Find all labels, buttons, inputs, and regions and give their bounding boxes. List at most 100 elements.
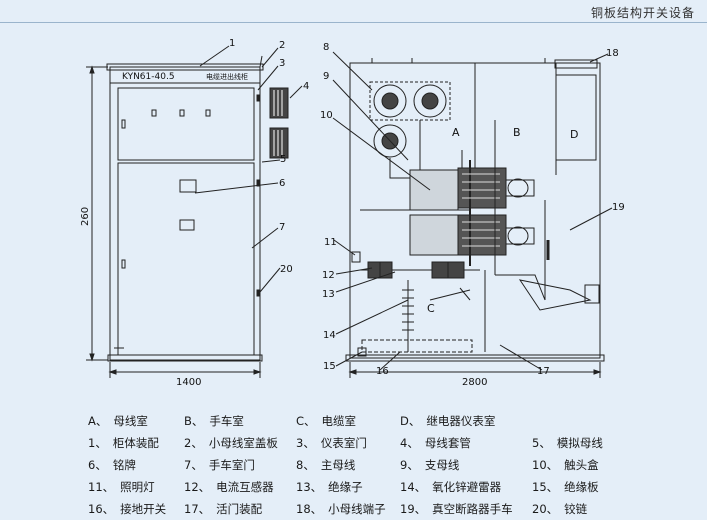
indicator-1 xyxy=(151,109,157,117)
legend-item-label: 铭牌 xyxy=(112,458,136,472)
legend-item-number: 19、 xyxy=(400,502,427,516)
callout-7: 7 xyxy=(279,222,285,233)
legend-item-label: 模拟母线 xyxy=(556,436,603,450)
legend-item-number: 17、 xyxy=(184,502,211,516)
legend-item: 8、主母线 xyxy=(296,454,355,476)
legend-item-number: 4、 xyxy=(400,436,419,450)
legend-item: 11、照明灯 xyxy=(88,476,155,498)
legend-item-number: 7、 xyxy=(184,458,203,472)
legend-item: 20、铰链 xyxy=(532,498,587,520)
legend-item-number: 3、 xyxy=(296,436,315,450)
legend-item: 15、绝缘板 xyxy=(532,476,599,498)
front-view xyxy=(86,45,303,378)
legend-item: 3、仪表室门 xyxy=(296,432,367,454)
callout-16: 16 xyxy=(376,366,389,377)
callout-3: 3 xyxy=(279,58,285,69)
nameplate-model: KYN61-40.5 xyxy=(122,72,175,82)
legend-item: 9、支母线 xyxy=(400,454,459,476)
legend-item-number: 15、 xyxy=(532,480,559,494)
header-bar: 铜板结构开关设备 xyxy=(0,0,707,22)
earthing-switch xyxy=(429,289,471,301)
legend-item-number: 8、 xyxy=(296,458,315,472)
callout-20: 20 xyxy=(280,264,293,275)
viewing-window xyxy=(179,179,197,193)
width-dim-label: 1400 xyxy=(176,377,201,388)
legend-item-label: 铰链 xyxy=(564,502,588,516)
legend-item-label: 电缆室 xyxy=(321,414,357,428)
legend-item-label: 电流互感器 xyxy=(216,480,274,494)
legend-item-label: 接地开关 xyxy=(120,502,167,516)
hinge-3 xyxy=(256,289,261,297)
indicator-3 xyxy=(205,109,211,117)
callout-15: 15 xyxy=(323,361,336,372)
legend-item: 4、母线套管 xyxy=(400,432,471,454)
legend-item-number: 1、 xyxy=(88,436,107,450)
legend-item-number: C、 xyxy=(296,414,316,428)
legend-item-label: 支母线 xyxy=(424,458,460,472)
door-handle-upper xyxy=(121,119,126,129)
zinc-oxide-arrester xyxy=(402,280,414,352)
bus-bushings xyxy=(269,87,289,159)
legend-item-label: 绝缘板 xyxy=(564,480,599,494)
legend-item-label: 柜体装配 xyxy=(112,436,159,450)
legend-item-number: 20、 xyxy=(532,502,559,516)
front-nameplate-band xyxy=(109,66,261,84)
legend-item-number: 18、 xyxy=(296,502,323,516)
compartment-a: A xyxy=(452,126,460,139)
legend-item-label: 触头盒 xyxy=(564,458,599,472)
legend-item: B、手车室 xyxy=(184,410,244,432)
legend-item: 18、小母线端子 xyxy=(296,498,386,520)
callout-14: 14 xyxy=(323,330,336,341)
instrument-door xyxy=(117,87,255,161)
legend-item: 7、手车室门 xyxy=(184,454,255,476)
hinge-1 xyxy=(256,94,261,102)
legend-item-number: 12、 xyxy=(184,480,211,494)
legend-item: 10、触头盒 xyxy=(532,454,599,476)
legend-item: 19、真空断路器手车 xyxy=(400,498,513,520)
legend-item: 5、模拟母线 xyxy=(532,432,603,454)
legend-item: 13、绝缘子 xyxy=(296,476,363,498)
legend-item-label: 主母线 xyxy=(320,458,356,472)
legend-item-label: 手车室门 xyxy=(208,458,255,472)
callout-19: 19 xyxy=(612,202,625,213)
callout-18: 18 xyxy=(606,48,619,59)
legend-item-label: 继电器仪表室 xyxy=(426,414,496,428)
legend-item-number: 10、 xyxy=(532,458,559,472)
legend-item-number: B、 xyxy=(184,414,204,428)
nameplate-frame xyxy=(179,219,195,231)
legend-item: 16、接地开关 xyxy=(88,498,166,520)
vacuum-breaker-truck xyxy=(494,120,600,311)
callout-1: 1 xyxy=(229,38,235,49)
callout-2: 2 xyxy=(279,40,285,51)
legend-item-label: 手车室 xyxy=(209,414,244,428)
front-cabinet-outline xyxy=(109,66,261,361)
callout-10: 10 xyxy=(320,110,333,121)
door-handle-lower xyxy=(121,259,126,269)
legend-item-number: 5、 xyxy=(532,436,551,450)
callout-8: 8 xyxy=(323,42,329,53)
legend-item-number: 11、 xyxy=(88,480,115,494)
legend-item: 1、柜体装配 xyxy=(88,432,159,454)
callout-17: 17 xyxy=(537,366,550,377)
legend-item-label: 小母线室盖板 xyxy=(208,436,278,450)
legend-item-label: 仪表室门 xyxy=(320,436,367,450)
legend-item-number: 6、 xyxy=(88,458,107,472)
contact-box-upper xyxy=(409,160,535,218)
nameplate-desc: 电缆进出线柜 xyxy=(206,72,248,81)
legend-item: C、电缆室 xyxy=(296,410,356,432)
callout-12: 12 xyxy=(322,270,335,281)
callout-6: 6 xyxy=(279,178,285,189)
legend-item-label: 照明灯 xyxy=(120,480,155,494)
legend-item-label: 真空断路器手车 xyxy=(432,502,513,516)
legend-item-label: 母线套管 xyxy=(424,436,471,450)
indicator-2 xyxy=(179,109,185,117)
callout-11: 11 xyxy=(324,237,337,248)
main-busbars xyxy=(369,81,451,158)
lighting-lamp xyxy=(351,251,361,263)
compartment-c: C xyxy=(427,302,435,315)
legend-item-label: 母线室 xyxy=(113,414,148,428)
